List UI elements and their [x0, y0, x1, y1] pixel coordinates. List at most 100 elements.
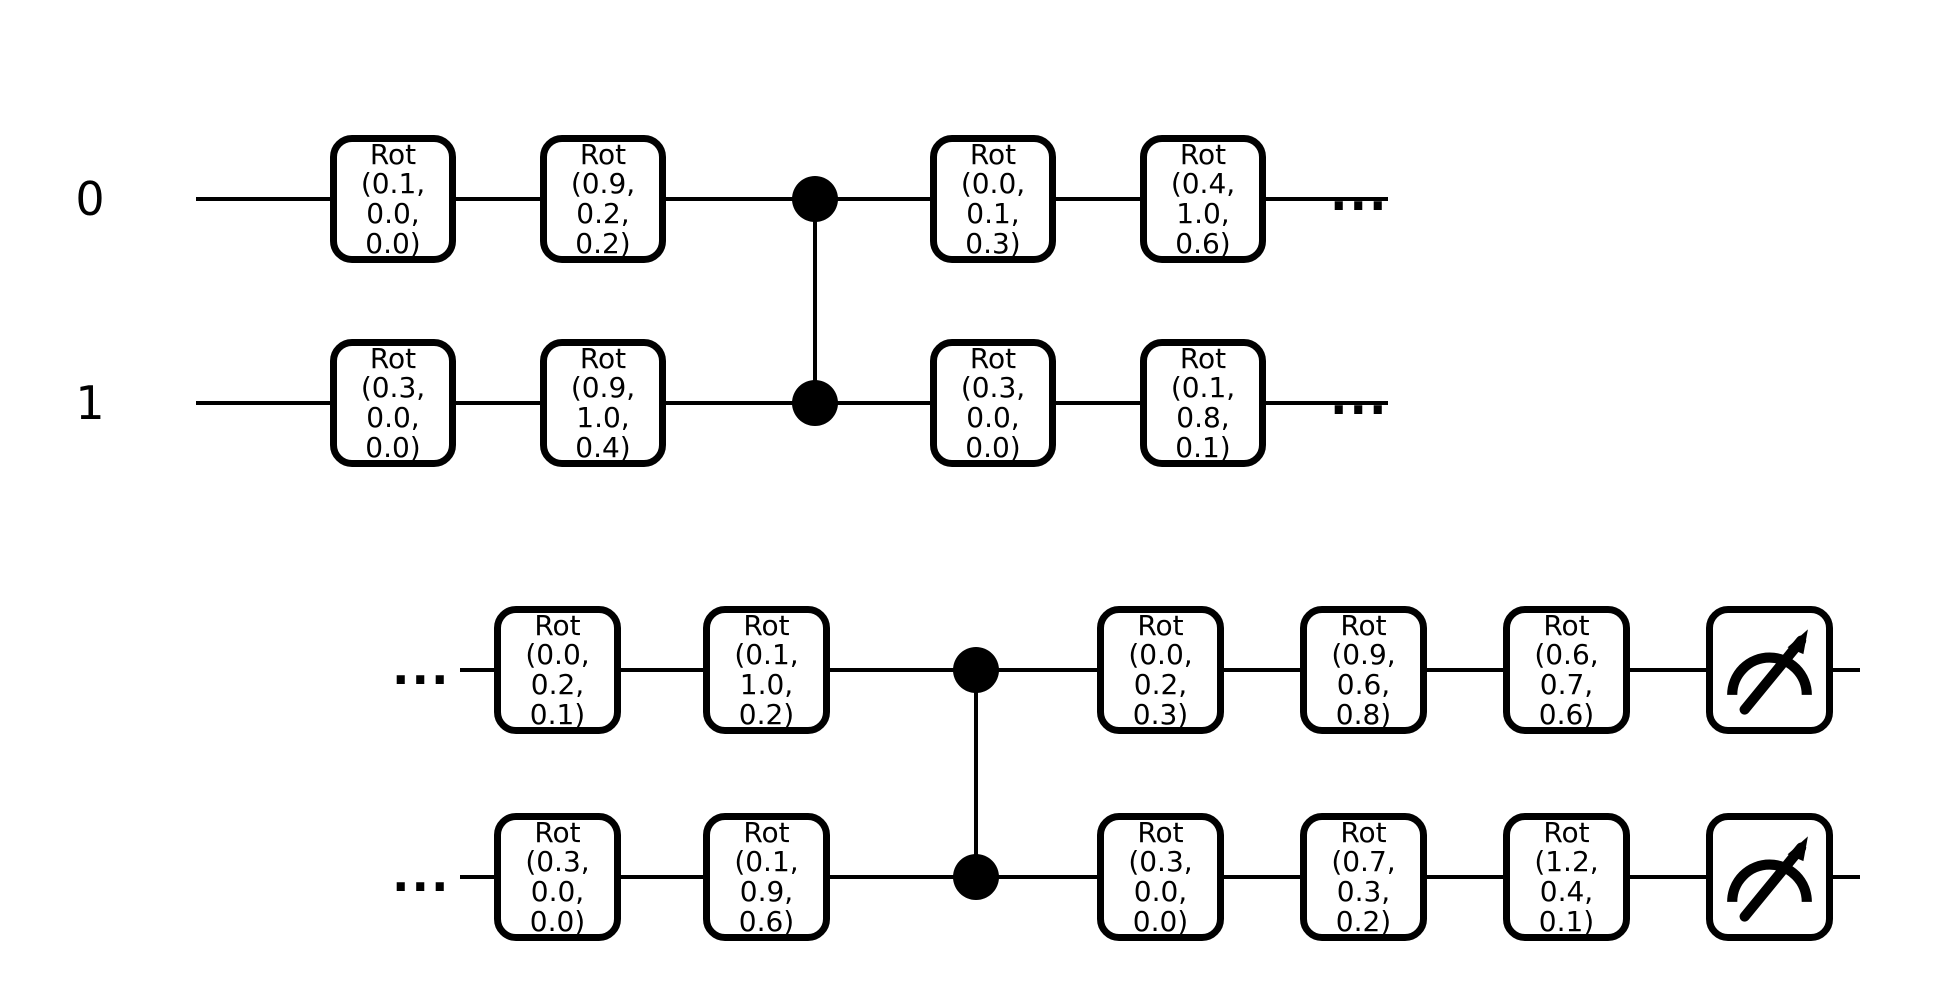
gate-param-line: 0.3, — [1336, 875, 1391, 908]
gate-param-line: 0.0) — [365, 430, 421, 464]
gate-param-line: 0.2, — [530, 668, 585, 701]
gate-rot-b0-4[interactable]: Rot (0.6, 0.7, 0.6) — [1503, 606, 1630, 734]
gate-param-line: 0.8) — [1335, 697, 1392, 731]
gate-param-line: 0.0, — [530, 875, 585, 908]
gate-rot-b0-0[interactable]: Rot (0.0, 0.2, 0.1) — [494, 606, 621, 734]
gate-param-line: 0.1) — [1538, 904, 1595, 938]
gate-rot-t1-3[interactable]: Rot (0.1, 0.8, 0.1) — [1140, 339, 1266, 467]
gate-param-line: 1.0, — [576, 401, 630, 434]
cz-control-dot-b1[interactable] — [953, 854, 999, 900]
gate-param-line: (0.3, — [525, 845, 590, 879]
gate-param-line: 0.9, — [739, 875, 794, 908]
gate-param-line: (0.6, — [1534, 638, 1599, 672]
gate-param-line: 0.1, — [966, 197, 1020, 230]
gate-label-line: Rot — [1137, 815, 1184, 849]
gate-param-line: (0.3, — [360, 371, 426, 405]
gate-param-line: 0.1) — [1175, 430, 1231, 464]
gate-param-line: 0.6) — [1175, 226, 1231, 260]
cz-link-bottom — [974, 670, 978, 877]
gate-label-line: Rot — [369, 341, 417, 375]
continuation-ellipsis-top-0: ... — [1330, 167, 1389, 221]
gate-label-line: Rot — [1543, 815, 1590, 849]
gate-rot-t1-0[interactable]: Rot (0.3, 0.0, 0.0) — [330, 339, 456, 467]
gate-param-line: 0.4, — [1539, 875, 1594, 908]
gate-rot-b1-0[interactable]: Rot (0.3, 0.0, 0.0) — [494, 813, 621, 941]
gate-label-line: Rot — [1179, 341, 1227, 375]
qubit-label-1: 1 — [75, 376, 105, 430]
measure-gate-b1[interactable] — [1706, 813, 1833, 941]
gate-label-line: Rot — [969, 137, 1017, 171]
gate-param-line: 0.6, — [1336, 668, 1391, 701]
gate-param-line: 0.0, — [1133, 875, 1188, 908]
gate-param-line: (0.0, — [525, 638, 590, 672]
gate-param-line: 0.6) — [738, 904, 795, 938]
gate-param-line: 0.3) — [965, 226, 1021, 260]
gate-param-line: (0.4, — [1170, 167, 1236, 201]
gate-rot-b0-3[interactable]: Rot (0.9, 0.6, 0.8) — [1300, 606, 1427, 734]
gate-label-line: Rot — [579, 137, 627, 171]
cz-link-top — [813, 199, 817, 403]
gate-param-line: 0.8, — [1176, 401, 1230, 434]
cz-control-dot-t1[interactable] — [792, 380, 838, 426]
gate-param-line: (0.3, — [960, 371, 1026, 405]
gate-rot-b1-2[interactable]: Rot (0.3, 0.0, 0.0) — [1097, 813, 1224, 941]
gate-rot-t0-1[interactable]: Rot (0.9, 0.2, 0.2) — [540, 135, 666, 263]
gate-param-line: (0.0, — [960, 167, 1026, 201]
measure-meter-icon — [1727, 629, 1812, 715]
gate-param-line: 0.2) — [738, 697, 795, 731]
gate-rot-b1-4[interactable]: Rot (1.2, 0.4, 0.1) — [1503, 813, 1630, 941]
gate-label-line: Rot — [1340, 608, 1387, 642]
gate-param-line: 0.0) — [965, 430, 1021, 464]
gate-param-line: (0.9, — [570, 167, 636, 201]
gate-rot-b0-1[interactable]: Rot (0.1, 1.0, 0.2) — [703, 606, 830, 734]
gate-rot-t0-0[interactable]: Rot (0.1, 0.0, 0.0) — [330, 135, 456, 263]
gate-param-line: 0.0) — [1132, 904, 1189, 938]
gate-param-line: (0.9, — [570, 371, 636, 405]
gate-rot-b1-3[interactable]: Rot (0.7, 0.3, 0.2) — [1300, 813, 1427, 941]
gate-rot-t0-2[interactable]: Rot (0.0, 0.1, 0.3) — [930, 135, 1056, 263]
gate-param-line: 0.0) — [529, 904, 586, 938]
gate-rot-t1-1[interactable]: Rot (0.9, 1.0, 0.4) — [540, 339, 666, 467]
continuation-ellipsis-bottom-1: ... — [392, 848, 451, 902]
gate-param-line: (0.3, — [1128, 845, 1193, 879]
gate-param-line: 0.6) — [1538, 697, 1595, 731]
gate-param-line: 0.0, — [366, 401, 420, 434]
gate-param-line: (1.2, — [1534, 845, 1599, 879]
gate-label-line: Rot — [1179, 137, 1227, 171]
gate-rot-b0-2[interactable]: Rot (0.0, 0.2, 0.3) — [1097, 606, 1224, 734]
gate-rot-t1-2[interactable]: Rot (0.3, 0.0, 0.0) — [930, 339, 1056, 467]
gate-param-line: (0.1, — [734, 638, 799, 672]
cz-control-dot-t0[interactable] — [792, 176, 838, 222]
gate-label-line: Rot — [579, 341, 627, 375]
gate-param-line: 0.3) — [1132, 697, 1189, 731]
gate-param-line: (0.7, — [1331, 845, 1396, 879]
gate-rot-t0-3[interactable]: Rot (0.4, 1.0, 0.6) — [1140, 135, 1266, 263]
gate-rot-b1-1[interactable]: Rot (0.1, 0.9, 0.6) — [703, 813, 830, 941]
gate-label-line: Rot — [743, 608, 790, 642]
gate-label-line: Rot — [969, 341, 1017, 375]
continuation-ellipsis-bottom-0: ... — [392, 641, 451, 695]
gate-label-line: Rot — [1543, 608, 1590, 642]
gate-param-line: 0.2) — [575, 226, 631, 260]
gate-label-line: Rot — [1137, 608, 1184, 642]
gate-param-line: 0.4) — [575, 430, 631, 464]
measure-gate-b0[interactable] — [1706, 606, 1833, 734]
gate-param-line: (0.1, — [1170, 371, 1236, 405]
gate-param-line: 0.7, — [1539, 668, 1594, 701]
gate-label-line: Rot — [534, 608, 581, 642]
gate-param-line: 0.2, — [576, 197, 630, 230]
gate-param-line: 0.2) — [1335, 904, 1392, 938]
gate-param-line: 1.0, — [739, 668, 794, 701]
gate-label-line: Rot — [369, 137, 417, 171]
gate-param-line: 0.1) — [529, 697, 586, 731]
gate-param-line: (0.0, — [1128, 638, 1193, 672]
cz-control-dot-b0[interactable] — [953, 647, 999, 693]
gate-label-line: Rot — [743, 815, 790, 849]
gate-param-line: (0.9, — [1331, 638, 1396, 672]
gate-param-line: 0.2, — [1133, 668, 1188, 701]
gate-param-line: 0.0) — [365, 226, 421, 260]
gate-param-line: 0.0, — [966, 401, 1020, 434]
measure-meter-icon — [1727, 836, 1812, 922]
gate-param-line: (0.1, — [734, 845, 799, 879]
